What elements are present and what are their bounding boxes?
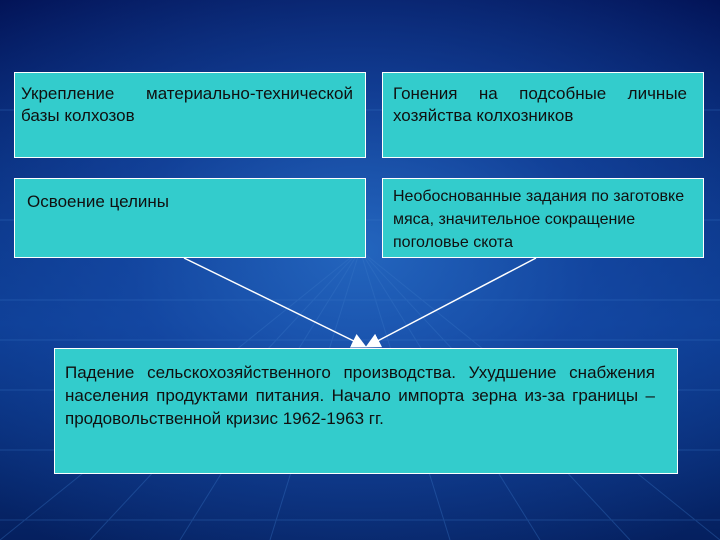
cause-text-virgin-lands: Освоение целины (27, 192, 169, 211)
result-box-food-crisis: Падение сельскохозяйственного производст… (54, 348, 678, 474)
cause-text-material-base: Укрепление материально-технической базы … (21, 84, 353, 125)
cause-box-meat-quotas: Необоснованные задания по заготовке мяса… (382, 178, 704, 258)
arrow-left-to-result (183, 257, 367, 348)
cause-box-material-base: Укрепление материально-технической базы … (14, 72, 366, 158)
result-text-food-crisis: Падение сельскохозяйственного производст… (65, 363, 655, 428)
cause-box-private-plots: Гонения на подсобные личные хозяйства ко… (382, 72, 704, 158)
cause-text-private-plots: Гонения на подсобные личные хозяйства ко… (393, 84, 687, 125)
cause-box-virgin-lands: Освоение целины (14, 178, 366, 258)
arrow-right-to-result (365, 257, 537, 348)
cause-text-meat-quotas: Необоснованные задания по заготовке мяса… (393, 188, 685, 251)
